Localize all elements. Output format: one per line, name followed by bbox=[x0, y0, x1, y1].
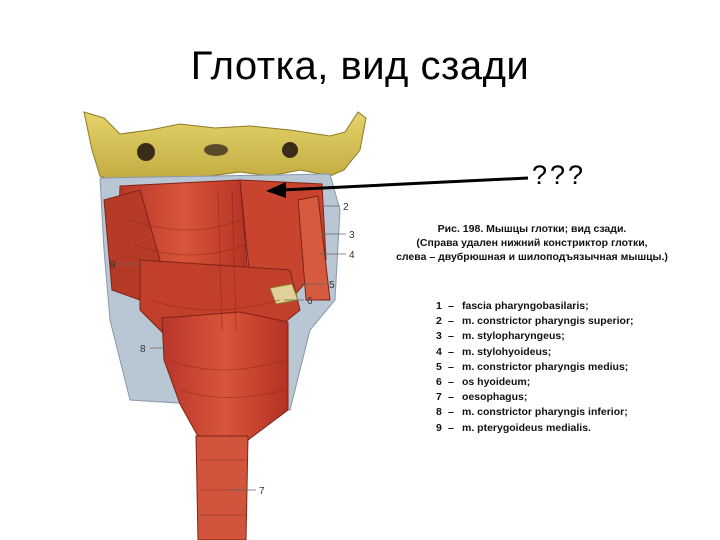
legend-item: 8–m. constrictor pharyngis inferior; bbox=[436, 406, 628, 419]
legend-item: 5–m. constrictor pharyngis medius; bbox=[436, 360, 629, 373]
callout-3: 3 bbox=[349, 230, 355, 241]
foramen-left bbox=[137, 143, 155, 161]
callout-6: 6 bbox=[307, 296, 313, 307]
callout-4: 4 bbox=[349, 250, 355, 261]
caption-line: Рис. 198. Мышцы глотки; вид сзади. bbox=[437, 223, 627, 235]
callout-8: 8 bbox=[140, 344, 146, 355]
legend-item: 2–m. constrictor pharyngis superior; bbox=[436, 315, 634, 328]
figure-caption: Рис. 198. Мышцы глотки; вид сзади. (Спра… bbox=[378, 222, 686, 264]
caption-line: (Справа удален нижний констриктор глотки… bbox=[416, 237, 648, 249]
question-arrow bbox=[266, 176, 529, 198]
callout-7: 7 bbox=[259, 486, 265, 497]
figure-legend: 1–fascia pharyngobasilaris; 2–m. constri… bbox=[436, 299, 634, 436]
oesophagus bbox=[195, 435, 249, 540]
legend-item: 7–oesophagus; bbox=[436, 391, 528, 404]
legend-item: 1–fascia pharyngobasilaris; bbox=[436, 300, 589, 312]
callout-2: 2 bbox=[343, 202, 349, 213]
foramen-right bbox=[282, 142, 298, 158]
bone-notch bbox=[204, 144, 228, 156]
stylopharyngeus bbox=[297, 195, 331, 301]
legend-item: 6–os hyoideum; bbox=[436, 376, 531, 389]
legend-item: 3–m. stylopharyngeus; bbox=[436, 330, 565, 343]
caption-line: слева – двубрюшная и шилоподъязычная мыш… bbox=[396, 251, 668, 263]
callout-5: 5 bbox=[329, 280, 335, 291]
legend-item: 4–m. stylohyoideus; bbox=[436, 345, 552, 358]
question-marks: ??? bbox=[532, 160, 587, 190]
slide-title: Глотка, вид сзади bbox=[190, 44, 530, 88]
constrictor-inferior bbox=[161, 311, 289, 441]
callout-9: 9 bbox=[110, 260, 116, 271]
legend-item: 9–m. pterygoideus medialis. bbox=[436, 421, 591, 434]
callout-leaders bbox=[120, 205, 346, 491]
